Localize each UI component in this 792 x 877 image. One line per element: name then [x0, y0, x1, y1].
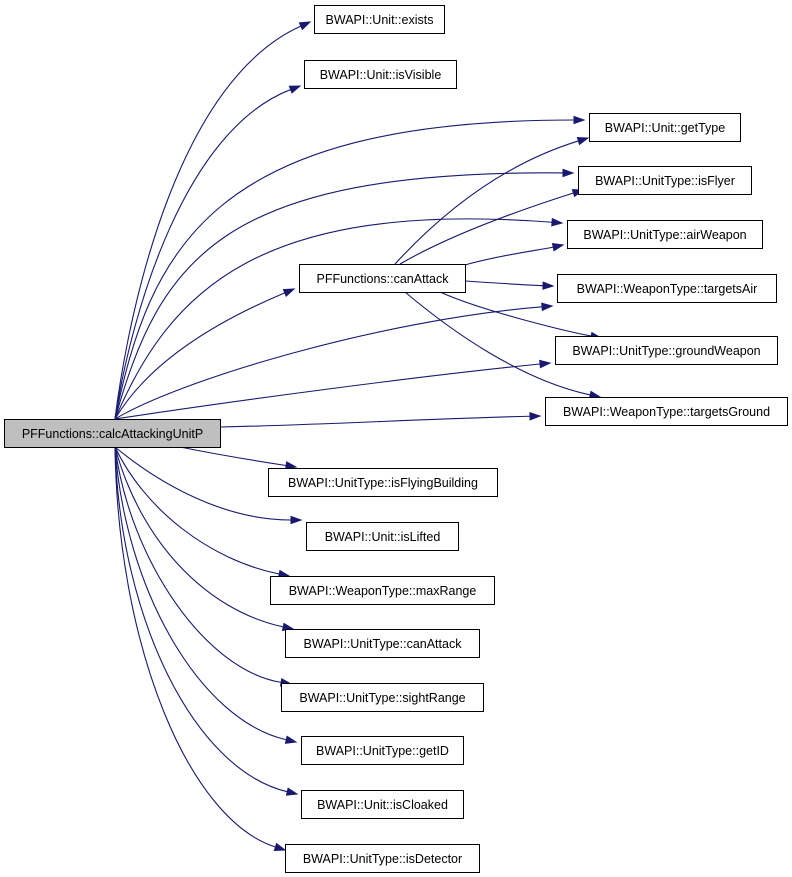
node-label-airWeapon: BWAPI::UnitType::airWeapon: [583, 228, 746, 242]
edge-canAttackPF-to-groundWeapon: [439, 291, 592, 337]
node-box-getType[interactable]: [589, 113, 741, 142]
node-isCloaked[interactable]: BWAPI::Unit::isCloaked: [301, 790, 464, 819]
node-getType[interactable]: BWAPI::Unit::getType: [589, 113, 741, 142]
arrowhead-calc-to-targetsGround: [529, 411, 542, 421]
edge-calc-to-canAttackUT: [114, 446, 284, 628]
node-groundWeapon[interactable]: BWAPI::UnitType::groundWeapon: [555, 336, 778, 365]
node-isFlyer[interactable]: BWAPI::UnitType::isFlyer: [578, 166, 752, 195]
node-label-canAttackUT: BWAPI::UnitType::canAttack: [304, 637, 463, 651]
node-box-isDetector[interactable]: [285, 844, 480, 873]
node-box-targetsGround[interactable]: [545, 397, 788, 426]
node-label-calc: PFFunctions::calcAttackingUnitP: [22, 427, 203, 441]
edge-calc-to-isCloaked: [114, 446, 288, 793]
edge-calc-to-targetsAir: [114, 306, 543, 420]
node-canAttackUT[interactable]: BWAPI::UnitType::canAttack: [285, 629, 480, 658]
arrowhead-calc-to-canAttackPF: [282, 288, 296, 298]
node-label-exists: BWAPI::Unit::exists: [326, 13, 434, 27]
node-label-getID: BWAPI::UnitType::getID: [316, 744, 449, 758]
node-canAttackPF[interactable]: PFFunctions::canAttack: [299, 264, 466, 293]
edge-canAttackPF-to-targetsAir: [464, 280, 544, 287]
node-label-isFlyingBuilding: BWAPI::UnitType::isFlyingBuilding: [288, 476, 478, 490]
edge-calc-to-isFlyingBuilding: [179, 446, 287, 467]
node-box-canAttackUT[interactable]: [285, 629, 480, 658]
node-box-getID[interactable]: [301, 736, 464, 765]
call-edges: [114, 21, 603, 851]
arrowhead-calc-to-isFlyer: [562, 168, 575, 178]
edge-canAttackPF-to-getType: [394, 140, 579, 265]
arrowhead-calc-to-isFlyingBuilding: [284, 461, 298, 470]
node-isDetector[interactable]: BWAPI::UnitType::isDetector: [285, 844, 480, 873]
node-box-isVisible[interactable]: [304, 60, 457, 89]
arrowhead-canAttackPF-to-getType: [576, 136, 590, 146]
node-isFlyingBuilding[interactable]: BWAPI::UnitType::isFlyingBuilding: [268, 468, 498, 497]
node-label-isFlyer: BWAPI::UnitType::isFlyer: [595, 174, 735, 188]
arrowhead-canAttackPF-to-airWeapon: [551, 243, 565, 252]
node-box-canAttackPF[interactable]: [299, 264, 466, 293]
node-box-groundWeapon[interactable]: [555, 336, 778, 365]
node-label-maxRange: BWAPI::WeaponType::maxRange: [289, 584, 477, 598]
edge-calc-to-isFlyer: [114, 172, 564, 420]
arrowhead-calc-to-isCloaked: [285, 787, 299, 796]
node-isVisible[interactable]: BWAPI::Unit::isVisible: [304, 60, 457, 89]
node-label-getType: BWAPI::Unit::getType: [605, 121, 725, 135]
node-getID[interactable]: BWAPI::UnitType::getID: [301, 736, 464, 765]
edge-canAttackPF-to-targetsGround: [404, 291, 591, 396]
node-label-isDetector: BWAPI::UnitType::isDetector: [303, 852, 462, 866]
node-calc[interactable]: PFFunctions::calcAttackingUnitP: [4, 419, 221, 448]
edge-calc-to-maxRange: [114, 446, 280, 575]
node-airWeapon[interactable]: BWAPI::UnitType::airWeapon: [567, 220, 763, 249]
node-box-isCloaked[interactable]: [301, 790, 464, 819]
edge-calc-to-isLifted: [114, 446, 292, 521]
node-box-exists[interactable]: [314, 5, 445, 34]
node-isLifted[interactable]: BWAPI::Unit::isLifted: [306, 522, 459, 551]
node-label-isLifted: BWAPI::Unit::isLifted: [325, 530, 441, 544]
edge-calc-to-exists: [114, 25, 302, 420]
edge-calc-to-isVisible: [114, 89, 291, 420]
node-maxRange[interactable]: BWAPI::WeaponType::maxRange: [270, 576, 495, 605]
node-label-targetsAir: BWAPI::WeaponType::targetsAir: [577, 282, 758, 296]
edge-calc-to-canAttackPF: [114, 292, 285, 420]
node-label-groundWeapon: BWAPI::UnitType::groundWeapon: [572, 344, 760, 358]
node-label-targetsGround: BWAPI::WeaponType::targetsGround: [563, 405, 770, 419]
arrowhead-calc-to-getID: [284, 735, 298, 744]
node-box-targetsAir[interactable]: [557, 274, 777, 303]
node-box-sightRange[interactable]: [281, 683, 484, 712]
edge-calc-to-getID: [114, 446, 287, 741]
node-targetsGround[interactable]: BWAPI::WeaponType::targetsGround: [545, 397, 788, 426]
node-box-maxRange[interactable]: [270, 576, 495, 605]
arrowhead-calc-to-targetsAir: [541, 302, 554, 312]
node-sightRange[interactable]: BWAPI::UnitType::sightRange: [281, 683, 484, 712]
arrowhead-calc-to-airWeapon: [551, 217, 564, 227]
edge-calc-to-targetsGround: [219, 415, 531, 428]
node-box-calc[interactable]: [4, 419, 221, 448]
arrowhead-calc-to-groundWeapon: [539, 359, 552, 369]
edge-calc-to-groundWeapon: [114, 363, 541, 420]
node-box-isFlyer[interactable]: [578, 166, 752, 195]
edge-calc-to-isDetector: [114, 446, 276, 848]
edge-calc-to-airWeapon: [114, 218, 553, 420]
arrowhead-calc-to-isDetector: [273, 842, 287, 851]
node-box-isFlyingBuilding[interactable]: [268, 468, 498, 497]
node-label-canAttackPF: PFFunctions::canAttack: [316, 272, 449, 286]
node-label-isCloaked: BWAPI::Unit::isCloaked: [317, 798, 448, 812]
arrowhead-calc-to-exists: [298, 21, 312, 31]
arrowhead-calc-to-isLifted: [290, 515, 303, 525]
node-targetsAir[interactable]: BWAPI::WeaponType::targetsAir: [557, 274, 777, 303]
node-exists[interactable]: BWAPI::Unit::exists: [314, 5, 445, 34]
arrowhead-calc-to-getType: [573, 115, 586, 125]
edge-calc-to-getType: [114, 119, 575, 420]
call-nodes: PFFunctions::calcAttackingUnitPBWAPI::Un…: [4, 5, 788, 873]
node-label-sightRange: BWAPI::UnitType::sightRange: [299, 691, 465, 705]
edge-canAttackPF-to-airWeapon: [464, 246, 554, 266]
edge-canAttackPF-to-isFlyer: [399, 192, 574, 265]
arrowhead-canAttackPF-to-targetsAir: [542, 281, 555, 290]
node-box-isLifted[interactable]: [306, 522, 459, 551]
node-box-airWeapon[interactable]: [567, 220, 763, 249]
arrowhead-calc-to-isVisible: [288, 85, 302, 94]
edge-calc-to-sightRange: [114, 446, 282, 683]
node-label-isVisible: BWAPI::Unit::isVisible: [320, 68, 442, 82]
